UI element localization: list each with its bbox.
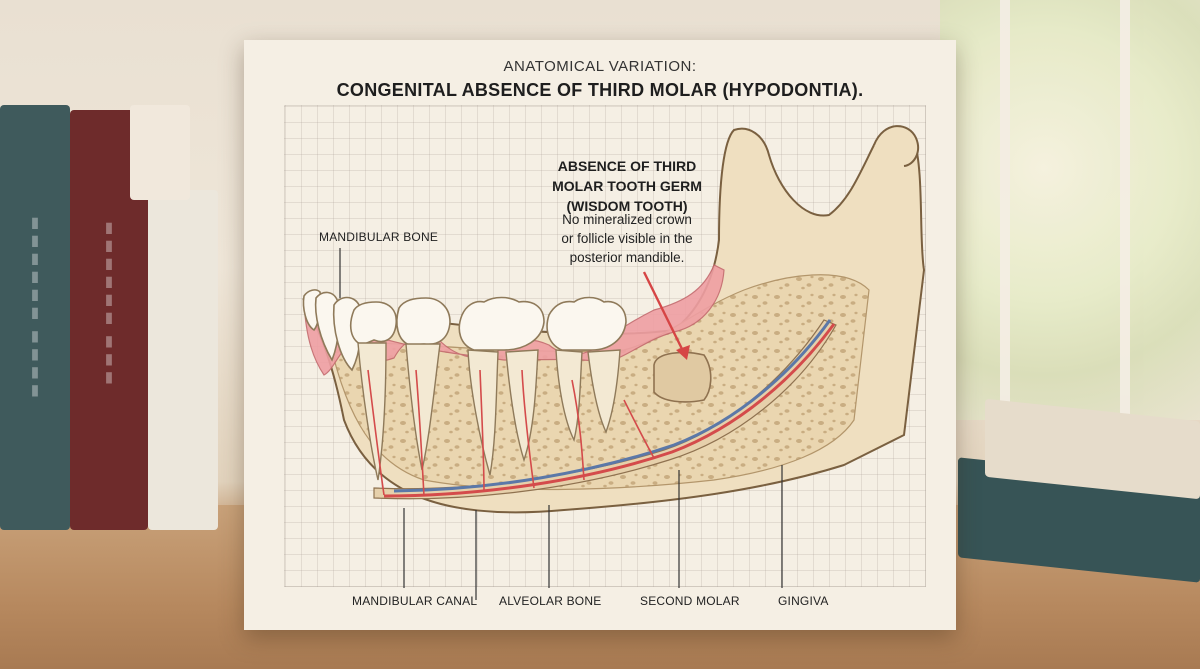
- callout-heading-line: ABSENCE OF THIRD: [557, 158, 697, 174]
- nerve-branches: [367, 369, 655, 497]
- second-molar: [546, 296, 627, 351]
- callout-body-line: or follicle visible in the: [561, 231, 693, 246]
- callout-heading: ABSENCE OF THIRD MOLAR TOOTH GERM (WISDO…: [532, 156, 722, 216]
- premolar: [396, 297, 451, 346]
- mandible-illustration: [302, 125, 926, 600]
- label-alveolar-bone: ALVEOLAR BONE: [499, 594, 602, 608]
- label-mandibular-bone: MANDIBULAR BONE: [319, 230, 439, 244]
- callout-heading-line: (WISDOM TOOTH): [566, 198, 688, 214]
- premolar: [349, 301, 398, 346]
- book-teal: ▮▮▮▮▮▮ ▮▮▮▮: [0, 105, 70, 530]
- roots: [357, 342, 621, 481]
- callout-arrow-line: [642, 271, 686, 354]
- window: [940, 0, 1200, 420]
- label-mandibular-canal: MANDIBULAR CANAL: [352, 594, 478, 608]
- diagram-subtitle: ANATOMICAL VARIATION:: [503, 58, 697, 75]
- first-molar: [458, 296, 545, 351]
- inferior-alveolar-nerve: [383, 323, 836, 498]
- diagram-title: CONGENITAL ABSENCE OF THIRD MOLAR (HYPOD…: [336, 80, 864, 100]
- condyle: [873, 125, 920, 167]
- window-frame: [1120, 0, 1130, 420]
- inferior-alveolar-vein: [393, 319, 832, 493]
- diagram-card: ANATOMICAL VARIATION: CONGENITAL ABSENCE…: [244, 40, 956, 630]
- book-top: [130, 105, 190, 200]
- callout-body-line: No mineralized crown: [562, 212, 692, 227]
- callout-heading-line: MOLAR TOOTH GERM: [552, 178, 702, 194]
- label-gingiva: GINGIVA: [778, 594, 829, 608]
- teeth: [302, 289, 627, 372]
- leader-lines: [339, 248, 783, 600]
- label-second-molar: SECOND MOLAR: [640, 594, 740, 608]
- callout-description: No mineralized crown or follicle visible…: [528, 210, 726, 267]
- absent-germ-crypt: [653, 351, 712, 403]
- book-white: [148, 190, 218, 530]
- callout-body-line: posterior mandible.: [569, 250, 685, 265]
- window-frame: [1000, 0, 1010, 420]
- callout-arrow-head: [676, 345, 690, 360]
